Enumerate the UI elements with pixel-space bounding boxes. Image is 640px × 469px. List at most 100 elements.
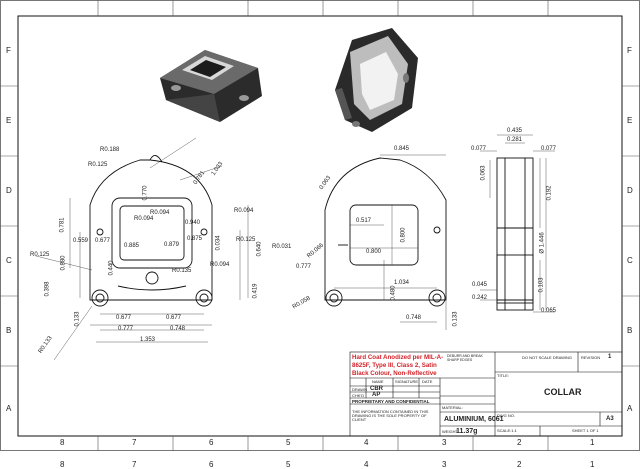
proprietary-text: THE INFORMATION CONTAINED IN THIS DRAWIN… xyxy=(352,409,429,422)
dimension-label: 0.242 xyxy=(472,295,488,301)
dimension-label: Ø 1.446 xyxy=(539,232,546,254)
signature-header: SIGNATURE xyxy=(395,379,419,384)
material-label: MATERIAL: xyxy=(442,405,463,410)
scale-label: SCALE:1:1 xyxy=(497,428,517,433)
dimension-label: 0.133 xyxy=(74,311,81,327)
sheet-size: A3 xyxy=(606,416,614,422)
proprietary-title: PROPRIETARY AND CONFIDENTIAL xyxy=(352,399,430,404)
date-header: DATE xyxy=(422,379,433,384)
isometric-view-right xyxy=(335,28,418,132)
dimension-label: 0.045 xyxy=(472,282,488,288)
zone-label: A xyxy=(627,404,633,413)
zone-label: 4 xyxy=(364,460,369,469)
front-view-dim-lines xyxy=(35,137,249,361)
dimension-label: 0.133 xyxy=(452,311,459,327)
zone-label: 3 xyxy=(442,438,447,447)
dimension-label: 0.517 xyxy=(356,218,372,224)
dimension-label: 0.777 xyxy=(296,264,312,270)
zone-label: D xyxy=(6,186,12,195)
dimension-label: 0.063 xyxy=(480,165,487,181)
zone-label: D xyxy=(627,186,633,195)
checked-value: AP xyxy=(372,392,381,398)
zone-label: 5 xyxy=(286,438,291,447)
dimension-label: 1.034 xyxy=(394,280,410,286)
dimension-label: 0.879 xyxy=(164,242,180,248)
zone-label: 2 xyxy=(517,460,522,469)
zone-label: 1 xyxy=(590,438,595,447)
zone-label: E xyxy=(627,116,633,125)
zone-label: 7 xyxy=(132,460,137,469)
dimension-label: 0.880 xyxy=(60,255,67,271)
dimension-label: 0.777 xyxy=(118,326,134,332)
zone-label: B xyxy=(627,326,633,335)
drawing-svg xyxy=(0,0,640,451)
dimension-label: 0.800 xyxy=(366,249,382,255)
dimension-label: 0.748 xyxy=(170,326,186,332)
zone-label: E xyxy=(6,116,12,125)
drawn-value: CBR xyxy=(370,386,383,392)
do-not-scale-note: DO NOT SCALE DRAWING xyxy=(522,355,573,360)
dimension-label: 0.940 xyxy=(185,220,201,226)
dimension-label: 0.034 xyxy=(215,235,222,251)
deburr-note: DEBURR AND BREAK SHARP EDGES xyxy=(447,354,483,362)
isometric-view-left xyxy=(160,50,262,122)
drawing-number-label: DWG NO. xyxy=(497,413,515,418)
dimension-label: 0.677 xyxy=(166,315,182,321)
material-value: ALUMINIUM, 6061 xyxy=(444,416,504,423)
dimension-label: 0.103 xyxy=(538,277,545,293)
zone-label: 4 xyxy=(364,438,369,447)
dimension-label: 0.640 xyxy=(256,241,263,257)
weight-value: 11.37g xyxy=(456,428,478,435)
zone-label: 5 xyxy=(286,460,291,469)
outer-border xyxy=(0,0,640,451)
dimension-label: 0.281 xyxy=(507,137,523,143)
dimension-label: 1.353 xyxy=(140,337,156,343)
zone-label: 7 xyxy=(132,438,137,447)
revision-label: REVISION xyxy=(581,355,601,360)
zone-label: B xyxy=(6,326,12,335)
dimension-label: 0.800 xyxy=(400,227,407,243)
checked-label: CHK'D xyxy=(352,393,365,398)
side-view xyxy=(496,157,534,311)
drawing-title: COLLAR xyxy=(544,387,582,397)
name-header: NAME xyxy=(372,379,384,384)
zone-label: A xyxy=(6,404,12,413)
dimension-label: R0.125 xyxy=(236,237,256,243)
front-view xyxy=(89,155,213,307)
dimension-label: 0.677 xyxy=(95,238,111,244)
zone-label: F xyxy=(627,46,632,55)
zone-ticks xyxy=(0,0,640,451)
dimension-label: 0.077 xyxy=(471,146,487,152)
zone-label: F xyxy=(6,46,11,55)
dimension-label: 0.480 xyxy=(390,285,397,301)
dimension-label: R0.125 xyxy=(30,252,50,258)
dimension-label: R0.094 xyxy=(150,210,170,216)
weight-label: WEIGHT: xyxy=(442,429,459,434)
dimension-label: 0.419 xyxy=(252,283,259,299)
finish-note: Hard Coat Anodized per MIL-A-8625F, Type… xyxy=(352,354,444,377)
dimension-label: 0.875 xyxy=(187,236,203,242)
dimension-label: 0.398 xyxy=(44,281,51,297)
dimension-label: R0.135 xyxy=(172,268,192,274)
dimension-label: 0.192 xyxy=(546,185,553,201)
zone-label: 3 xyxy=(442,460,447,469)
dimension-label: 0.748 xyxy=(406,315,422,321)
dimension-label: 0.770 xyxy=(142,185,149,201)
revision-value: 1 xyxy=(608,354,612,360)
dimension-label: R0.188 xyxy=(100,147,120,153)
dimension-label: 0.781 xyxy=(59,217,66,233)
zone-label: 8 xyxy=(60,460,65,469)
dimension-label: 0.440 xyxy=(108,260,115,276)
dimension-label: 0.559 xyxy=(73,238,89,244)
zone-label: C xyxy=(6,256,12,265)
dimension-label: 0.845 xyxy=(394,146,410,152)
dimension-label: 0.677 xyxy=(116,315,132,321)
zone-label: 6 xyxy=(209,460,214,469)
title-block-grid xyxy=(349,351,623,437)
dimension-label: R0.125 xyxy=(88,162,108,168)
sheet-label: SHEET 1 OF 1 xyxy=(572,428,599,433)
drawn-label: DRAWN xyxy=(352,387,367,392)
rear-view-dim-lines xyxy=(334,154,447,330)
dimension-label: 0.435 xyxy=(507,128,523,134)
